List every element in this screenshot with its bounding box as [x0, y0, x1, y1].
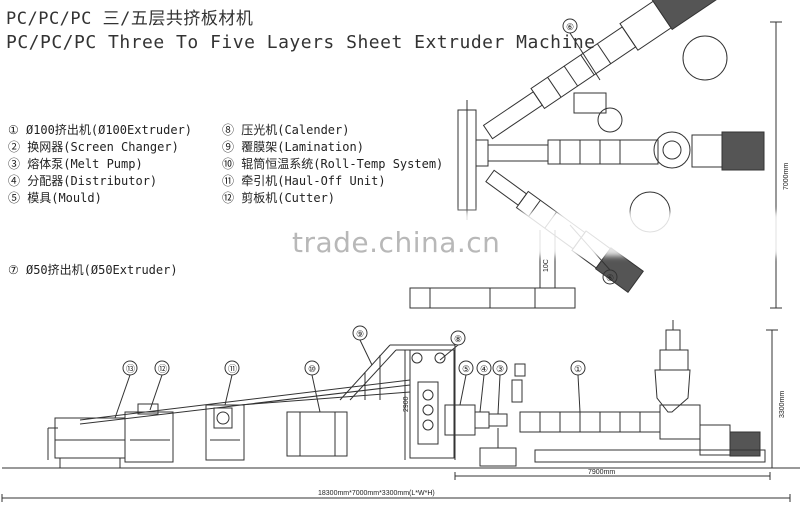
die-assembly — [444, 379, 523, 467]
dim-top-height: 7000mm — [783, 163, 790, 190]
base-frame — [409, 287, 576, 309]
legend-item: ⑩ 辊筒恒温系统(Roll-Temp System) — [222, 157, 444, 171]
callout-11: ⑪ — [228, 364, 237, 375]
callout-12: ⑫ — [158, 364, 167, 375]
upper-extruder-top — [482, 0, 723, 140]
calender-unit: 2900 — [403, 349, 455, 459]
hopper-circle — [682, 35, 728, 81]
main-extruder-side — [519, 320, 766, 463]
legend-item: ② 换网器(Screen Changer) — [8, 140, 179, 154]
dim-overall: 18300mm*7000mm*3300mm(L*W*H) — [318, 490, 435, 497]
legend-item: ⑪ 牵引机(Haul-Off Unit) — [222, 174, 386, 188]
cooling-conveyor — [79, 379, 411, 457]
callout-13: ⑬ — [126, 364, 135, 375]
legend-item: ⑧ 压光机(Calender) — [222, 123, 350, 137]
callout-6-bottom: ⑥ — [606, 274, 614, 284]
blur-band — [0, 212, 800, 256]
legend-item: ⑤ 模具(Mould) — [8, 191, 102, 205]
haul-off-unit — [205, 404, 245, 461]
callout-10: ⑩ — [308, 365, 316, 375]
top-view: ⑥ ⑥ 7000mm 10C — [409, 0, 790, 309]
side-callouts: ⑬ ⑫ ⑪ ⑩ ⑨ ⑧ ⑤ ④ ③ ① — [114, 325, 586, 419]
callout-1: ① — [574, 365, 582, 375]
legend-left: ① Ø100挤出机(Ø100Extruder) ② 换网器(Screen Cha… — [8, 122, 192, 207]
legend-item-7: ⑦ Ø50挤出机(Ø50Extruder) — [8, 263, 178, 277]
callout-3: ③ — [496, 365, 504, 375]
watermark: trade.china.cn — [292, 226, 501, 259]
title-chinese: PC/PC/PC 三/五层共挤板材机 — [6, 9, 254, 29]
callout-6-top: ⑥ — [566, 23, 574, 33]
dim-side-height: 3300mm — [779, 391, 786, 418]
legend-item: ① Ø100挤出机(Ø100Extruder) — [8, 123, 193, 137]
callout-5: ⑤ — [462, 365, 470, 375]
side-dimensions: 3300mm 7900mm 18300mm*7000mm*3300mm(L*W*… — [1, 329, 791, 502]
cutter-unit — [124, 403, 174, 463]
callout-9: ⑨ — [356, 330, 364, 340]
legend-item: ⑫ 剪板机(Cutter) — [222, 191, 336, 205]
dim-tower-height: 2900 — [403, 396, 410, 412]
callout-8: ⑧ — [454, 335, 462, 345]
dim-small-mark: 10C — [543, 259, 550, 272]
legend-item: ③ 熔体泵(Melt Pump) — [8, 157, 143, 171]
main-extruder-top — [487, 92, 765, 171]
side-view: 2900 — [1, 320, 800, 502]
legend-item: ④ 分配器(Distributor) — [8, 174, 158, 188]
legend-right: ⑧ 压光机(Calender) ⑨ 覆膜架(Lamination) ⑩ 辊筒恒温… — [222, 122, 443, 207]
legend-item: ⑨ 覆膜架(Lamination) — [222, 140, 364, 154]
stacker-table — [47, 417, 126, 468]
title-english: PC/PC/PC Three To Five Layers Sheet Extr… — [6, 32, 596, 53]
callout-4: ④ — [480, 365, 488, 375]
dim-extruder-width: 7900mm — [588, 469, 615, 476]
